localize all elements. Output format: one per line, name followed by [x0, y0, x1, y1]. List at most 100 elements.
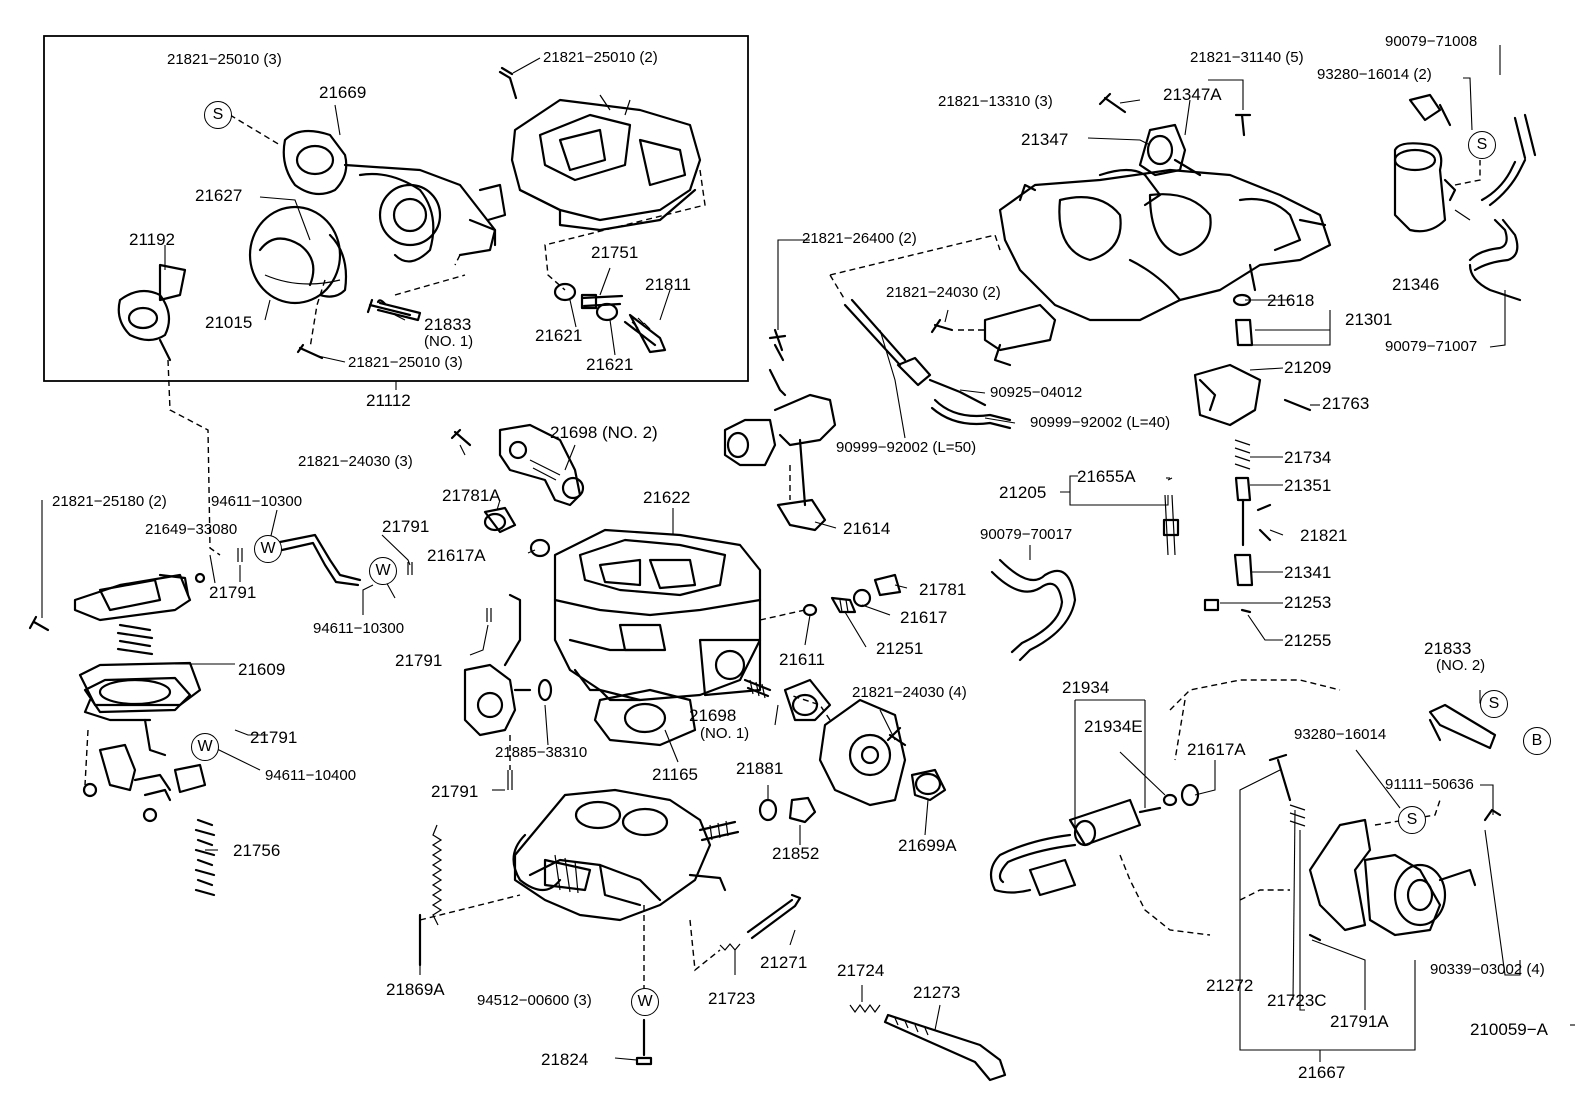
part-label: 21698 [689, 706, 737, 725]
part-label: 90999−92002 (L=40) [1030, 414, 1171, 431]
part-label: 21617A [1187, 740, 1246, 759]
part-label: 21617A [427, 546, 486, 565]
part-label: 21791 [431, 782, 479, 801]
part-label: 21669 [319, 83, 367, 102]
part-label: 21852 [772, 844, 820, 863]
part-label: 21255 [1284, 631, 1332, 650]
part-label: 21781 [919, 580, 967, 599]
part-label: 21618 [1267, 291, 1315, 310]
part-label: 21723C [1267, 991, 1327, 1010]
part-label: 21347 [1021, 130, 1069, 149]
part-label: 21165 [652, 765, 699, 784]
symbol-s-circle: S [204, 101, 232, 129]
part-label: 21821−25010 (2) [543, 49, 658, 66]
symbol-w-circle: W [191, 733, 219, 761]
part-label: 21781A [442, 486, 501, 505]
part-label: 21885−38310 [495, 744, 588, 761]
part-label: 21015 [205, 313, 253, 332]
part-label: 94611−10400 [265, 767, 357, 784]
part-label: 21253 [1284, 593, 1332, 612]
part-21609-cover [73, 573, 192, 622]
part-intake-manifold [998, 168, 1332, 322]
part-label: 90079−71007 [1385, 338, 1478, 355]
part-21669 [282, 129, 507, 263]
part-label: 21723 [708, 989, 756, 1008]
part-label: 21821−13310 (3) [938, 93, 1053, 110]
part-label: 21649−33080 [145, 521, 238, 538]
part-label: 21351 [1284, 476, 1332, 495]
part-label: 21251 [876, 639, 924, 658]
part-label: 21273 [913, 983, 961, 1002]
part-label: 21667 [1298, 1063, 1346, 1082]
symbol-s-circle: S [1468, 131, 1496, 159]
part-label: 21821−24030 (2) [886, 284, 1001, 301]
part-carb-top [510, 94, 702, 232]
part-label: 21622 [643, 488, 691, 507]
part-label: 21791A [1330, 1012, 1389, 1031]
part-label: 93280−16014 (2) [1317, 66, 1432, 83]
part-label: 94611−10300 [313, 620, 405, 637]
part-label: 21341 [1284, 563, 1332, 582]
part-label: 21112 [366, 391, 411, 410]
part-label: 21209 [1284, 358, 1332, 377]
part-label: (NO. 2) [1436, 657, 1486, 674]
symbol-w-circle: W [254, 535, 282, 563]
symbol-s-circle: S [1398, 806, 1426, 834]
part-label: 21192 [129, 230, 176, 249]
part-label: (NO. 1) [424, 333, 474, 350]
part-label: 21346 [1392, 275, 1440, 294]
symbol-s-circle: S [1480, 690, 1508, 718]
part-label: 21347A [1163, 85, 1222, 104]
part-label: 21821−24030 (4) [852, 684, 967, 701]
part-label: 21881 [736, 759, 784, 778]
diagram-reference-code: 210059−A [1470, 1020, 1548, 1039]
part-label: 21698 (NO. 2) [550, 423, 658, 442]
part-label: 21791 [382, 517, 430, 536]
part-label: 21811 [645, 275, 692, 294]
part-label: 93280−16014 [1294, 726, 1387, 743]
part-21667 [1308, 818, 1477, 942]
part-label: (NO. 1) [700, 725, 750, 742]
part-label: 21821−25010 (3) [167, 51, 282, 68]
symbol-w-circle: W [631, 988, 659, 1016]
part-label: 21934E [1084, 717, 1143, 736]
part-label: 21821−31140 (5) [1190, 49, 1304, 66]
part-label: 21934 [1062, 678, 1110, 697]
part-label: 21824 [541, 1050, 589, 1069]
part-label: 94512−00600 (3) [477, 992, 592, 1009]
part-label: 21301 [1345, 310, 1393, 329]
part-throttle-body [512, 788, 740, 922]
part-label: 21833 [1424, 639, 1472, 658]
part-label: 21271 [760, 953, 808, 972]
part-label: 90925−04012 [990, 384, 1083, 401]
symbol-w-circle: W [369, 557, 397, 585]
part-label: 21756 [233, 841, 281, 860]
part-label: 21655A [1077, 467, 1136, 486]
part-label: 94611−10300 [211, 493, 303, 510]
part-label: 21821−24030 (3) [298, 453, 413, 470]
part-label: 90339−03002 (4) [1430, 961, 1545, 978]
part-label: 21821−26400 (2) [802, 230, 917, 247]
part-label: 90079−70017 [980, 526, 1073, 543]
part-label: 21734 [1284, 448, 1332, 467]
part-label: 21869A [386, 980, 445, 999]
leader-lines [164, 57, 1575, 1062]
part-21192 [117, 263, 187, 362]
part-label: 21699A [898, 836, 957, 855]
part-label: 91111−50636 [1385, 776, 1474, 793]
part-21627 [248, 205, 348, 305]
part-label: 21621 [535, 326, 583, 345]
part-label: 21611 [779, 650, 826, 669]
part-label: 21621 [586, 355, 634, 374]
part-label: 21627 [195, 186, 243, 205]
part-label: 90079−71008 [1385, 33, 1478, 50]
part-label: 21614 [843, 519, 891, 538]
part-label: 21791 [395, 651, 443, 670]
part-label: 21833 [424, 315, 472, 334]
part-label: 90999−92002 (L=50) [836, 439, 977, 456]
part-label: 21821−25180 (2) [52, 493, 167, 510]
part-label: 21609 [238, 660, 286, 679]
symbol-b-circle: B [1523, 727, 1551, 755]
part-label: 21821 [1300, 526, 1348, 545]
